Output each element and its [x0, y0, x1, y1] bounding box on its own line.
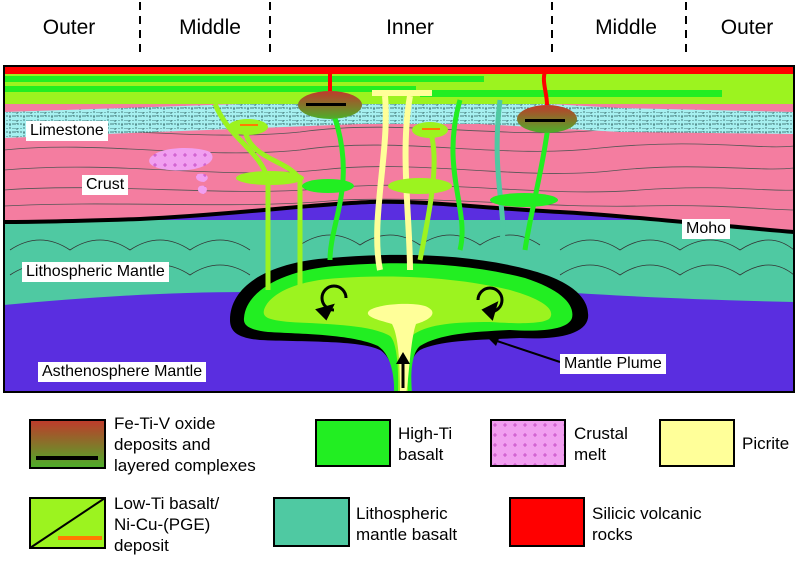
- label-moho: Moho: [682, 219, 730, 239]
- legend-swatch-high-ti: [316, 420, 390, 466]
- legend-swatch-lithospheric-basalt: [274, 498, 349, 546]
- label-mantle-plume: Mantle Plume: [560, 354, 666, 374]
- legend-swatch-crustal-melt: [491, 420, 565, 466]
- legend-swatch-silicic: [510, 498, 584, 546]
- silicic-top-strip: [4, 66, 794, 74]
- high-ti-flow-1: [4, 76, 484, 82]
- high-ti-flow-2: [4, 86, 416, 92]
- label-crust: Crust: [82, 175, 128, 195]
- high-ti-flow-3: [420, 90, 722, 97]
- label-limestone: Limestone: [26, 121, 108, 141]
- legend-picrite: Picrite: [742, 433, 789, 454]
- zone-separators: [140, 2, 686, 58]
- picrite-flow-top: [372, 90, 432, 96]
- legend-low-ti: Low-Ti basalt/Ni-Cu-(PGE)deposit: [114, 493, 219, 556]
- legend-swatch-picrite: [660, 420, 734, 466]
- label-asthenosphere-mantle: Asthenosphere Mantle: [38, 362, 206, 382]
- label-lithospheric-mantle: Lithospheric Mantle: [22, 262, 169, 282]
- legend-swatch-fe-ti-v: [30, 420, 105, 468]
